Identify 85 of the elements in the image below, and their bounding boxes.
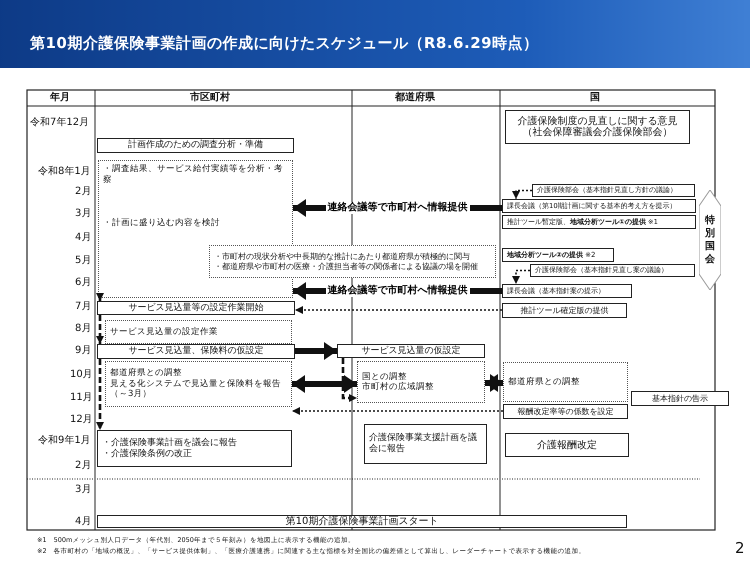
box-text: ・調査結果、サービス給付実績等を分析・考察 [103,164,284,185]
edge-label: 連絡会議等で市町村へ情報提供 [326,285,470,297]
meeting-box [502,284,632,298]
task-box [505,433,629,457]
page-title: 第10期介護保険事業計画の作成に向けたスケジュール（R8.6.29時点） [30,34,539,53]
column-header: 都道府県 [395,92,435,104]
box-text: 都道府県との調整 [508,376,580,388]
activity-box [503,362,628,402]
provision-box [502,248,614,262]
box-text: 計画作成のための調査分析・準備 [128,140,263,151]
month-label: 11月 [70,392,93,404]
box-text: 介護報酬改定 [537,440,597,450]
arrow [295,306,502,314]
activity-box [209,245,496,278]
page-number: 2 [735,540,745,557]
task-box [631,391,729,406]
column-header: 年月 [50,92,70,104]
arrow [512,190,532,199]
month-label: 4月 [75,232,92,244]
task-box [97,138,294,153]
box-text: ・介護保険事業計画を議会に報告 [102,438,237,448]
box-text: 都道府県との調整 [110,368,182,379]
month-label: 4月 [75,516,92,528]
box-text: サービス見込量の仮設定 [362,346,460,356]
box-text: サービス見込量、保険料の仮設定 [128,346,264,357]
session-hexagon [699,190,721,290]
arrow [512,270,530,284]
arrow [96,315,104,344]
month-label: 5月 [75,255,92,267]
meeting-box [532,184,695,197]
box-text: 第10期介護保険事業計画スタート [286,516,438,527]
arrow [96,293,104,301]
activity-box [357,361,485,403]
arrow [295,342,337,360]
box-text: 国との調整 [362,372,407,382]
month-label: 12月 [70,414,93,426]
month-label: 7月 [75,301,92,313]
month-label: 令和8年1月 [38,166,91,178]
box-text: ・都道府県や市町村の医療・介護担当者等の関係者による協議の場を開催 [214,262,478,272]
task-box [97,301,295,315]
provision-box [502,215,696,229]
month-label: 令和9年1月 [38,435,91,447]
box-text: ・市町村の現状分析や中長期的な推計にあたり都道府県が積極的に関与 [214,252,470,262]
month-label: 6月 [75,277,92,289]
box-text: 市町村の広域調整 [362,382,434,392]
box-text: 介護保険事業支援計画を議会に報告 [369,433,478,455]
task-box [503,404,628,419]
box-text: 見える化システムで見込量と保険料を報告（～3月） [110,378,282,400]
box-text: 推計ツール確定版の提供 [520,306,608,316]
box-text: サービス見込量等の設定作業開始 [128,302,264,314]
box-text: 介護保険制度の見直しに関する意見（社会保障審議会介護保険部会） [516,116,678,138]
month-label: 9月 [75,345,92,357]
edge-label: 連絡会議等で市町村へ情報提供 [326,202,470,214]
month-label: 令和7年12月 [30,117,90,129]
box-text: 報酬改定率等の係数を設定 [518,406,614,416]
arrow [342,358,357,402]
arrow [292,375,357,393]
box-text: ・介護保険条例の改正 [102,448,192,460]
box-text: 特別国会 [704,214,716,266]
column-header: 市区町村 [190,92,230,104]
arrow [292,407,503,415]
box-text: ・計画に盛り込む内容を検討 [103,218,220,228]
month-label: 10月 [70,369,93,381]
start-box [97,515,627,528]
month-label: 2月 [75,460,92,472]
meeting-box [502,199,696,213]
month-label: 8月 [75,323,92,335]
meeting-box [530,264,695,277]
activity-box [105,361,292,407]
box-text: 基本指針の告示 [652,394,708,404]
arrow [96,359,104,430]
task-box [337,344,485,358]
task-box [97,430,292,467]
provision-box [502,303,627,318]
month-label: 3月 [75,208,92,220]
arrow [485,374,503,392]
column-header: 国 [590,92,600,104]
month-label: 2月 [75,186,92,198]
task-box [97,344,295,359]
activity-box [105,320,292,344]
box-text: サービス見込量の設定作業 [110,326,218,338]
task-box [364,424,487,464]
month-label: 3月 [75,484,92,496]
opinion-box [505,110,690,144]
activity-box [98,160,293,298]
